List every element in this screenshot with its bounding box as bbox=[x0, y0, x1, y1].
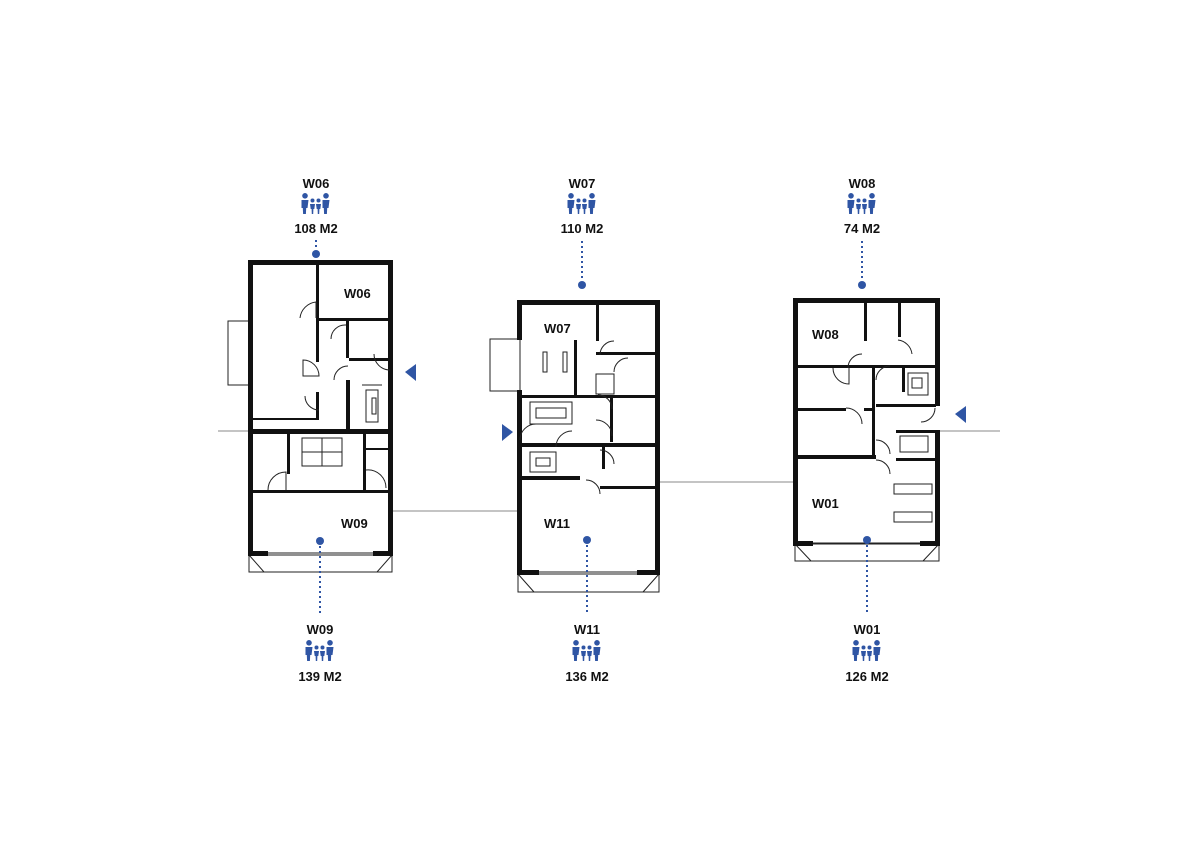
unit-code: W11 bbox=[574, 622, 600, 637]
unit-area: 108 M2 bbox=[294, 221, 337, 236]
room-label-w09: W09 bbox=[341, 516, 368, 531]
unit-marker-dot bbox=[583, 536, 591, 544]
unit-marker-dot bbox=[578, 281, 586, 289]
unit-marker-dot bbox=[863, 536, 871, 544]
family-icon bbox=[301, 193, 330, 214]
room-label-w01: W01 bbox=[812, 496, 839, 511]
unit-marker-dot bbox=[316, 537, 324, 545]
family-icon bbox=[847, 193, 876, 214]
unit-code: W08 bbox=[849, 176, 876, 191]
unit-area: 139 M2 bbox=[298, 669, 341, 684]
unit-marker-dot bbox=[312, 250, 320, 258]
unit-info-w06: W06 108 M2 bbox=[294, 176, 338, 258]
unit-marker-dot bbox=[858, 281, 866, 289]
room-label-w07: W07 bbox=[544, 321, 571, 336]
building-right: W08 W01 bbox=[793, 298, 940, 562]
unit-area: 136 M2 bbox=[565, 669, 608, 684]
family-icon bbox=[567, 193, 596, 214]
unit-code: W06 bbox=[303, 176, 330, 191]
unit-code: W09 bbox=[307, 622, 334, 637]
unit-area: 110 M2 bbox=[561, 221, 604, 236]
family-icon bbox=[305, 640, 334, 661]
unit-info-w09: W09 139 M2 bbox=[298, 537, 342, 684]
site-lines bbox=[218, 430, 1000, 512]
unit-area: 126 M2 bbox=[845, 669, 888, 684]
unit-info-w11: W11 136 M2 bbox=[565, 536, 609, 684]
entry-arrow-icon bbox=[502, 424, 513, 441]
room-label-w11: W11 bbox=[544, 516, 570, 531]
family-icon bbox=[572, 640, 601, 661]
unit-info-w08: W08 74 M2 bbox=[844, 176, 880, 289]
unit-area: 74 M2 bbox=[844, 221, 880, 236]
family-icon bbox=[852, 640, 881, 661]
unit-code: W01 bbox=[854, 622, 881, 637]
room-label-w06: W06 bbox=[344, 286, 371, 301]
building-middle: W07 W11 bbox=[489, 300, 660, 593]
unit-info-w01: W01 126 M2 bbox=[845, 536, 889, 684]
building-left: W06 W09 bbox=[227, 260, 393, 573]
entry-arrow-icon bbox=[955, 406, 966, 423]
entry-arrow-icon bbox=[405, 364, 416, 381]
unit-info-w07: W07 110 M2 bbox=[561, 176, 604, 289]
unit-code: W07 bbox=[569, 176, 596, 191]
room-label-w08: W08 bbox=[812, 327, 839, 342]
